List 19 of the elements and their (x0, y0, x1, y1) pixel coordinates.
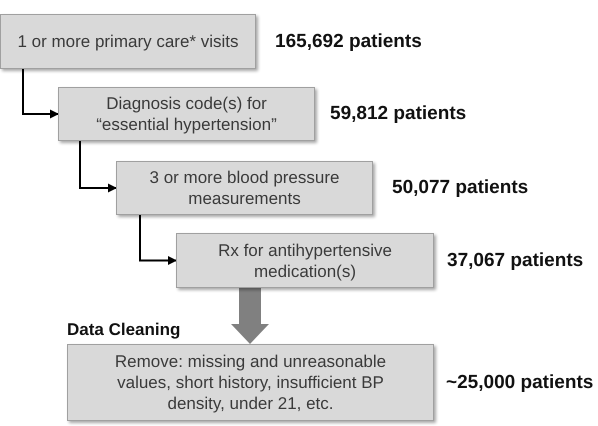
block-arrow (231, 288, 269, 344)
process-box (0, 14, 256, 69)
process-box (58, 87, 315, 141)
connector-arrow (139, 215, 177, 265)
process-box (116, 161, 373, 215)
step-text: 1 or more primary care* visits (17, 31, 239, 52)
step-text: Diagnosis code(s) for “essential hypertension” (95, 93, 278, 135)
step-text: Remove: missing and unreasonable values, short history, insufficient BP density, under 21, etc. (114, 351, 388, 414)
connector-arrow (79, 141, 117, 192)
patient-count: ~25,000 patients (446, 372, 594, 394)
step-text: Rx for antihypertensive medication(s) (217, 240, 393, 282)
step-text: 3 or more blood pressure measurements (148, 167, 340, 209)
patient-count: 165,692 patients (275, 30, 422, 52)
patient-count: 59,812 patients (330, 103, 466, 125)
section-heading: Data Cleaning (67, 320, 180, 340)
patient-count: 37,067 patients (447, 250, 584, 272)
connector-arrow (22, 69, 59, 118)
process-box (176, 233, 434, 288)
patient-count: 50,077 patients (392, 177, 528, 199)
